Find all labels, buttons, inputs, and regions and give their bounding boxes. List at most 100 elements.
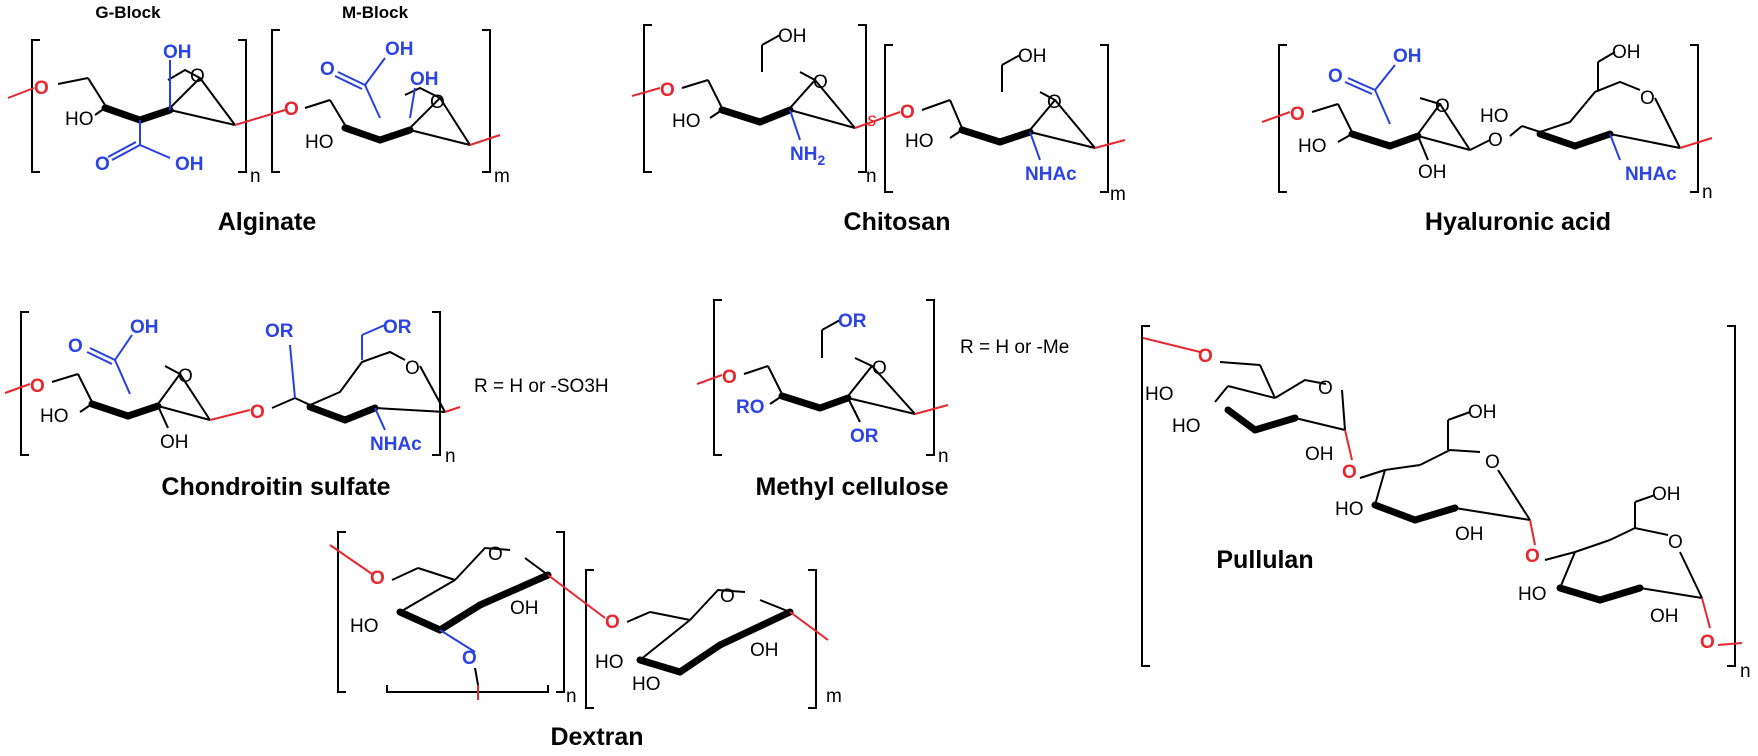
dextran-ring-o-1: O: [488, 544, 503, 565]
hyaluronic-nhac: NHAc: [1625, 164, 1677, 185]
pullulan-o-1: O: [1198, 346, 1213, 367]
chitosan-bracket-right-1: [858, 24, 867, 173]
alginate-m: m: [494, 166, 510, 187]
dextran-ho-3: HO: [632, 674, 661, 695]
chondroitin-oh-acid: OH: [130, 317, 159, 338]
chitosan-ring-o-2: O: [1047, 92, 1062, 113]
chondroitin-oh-1: OH: [160, 432, 189, 453]
pullulan-ho-1: HO: [1145, 384, 1174, 405]
pullulan-structure: O O HO HO OH O OH O HO OH O: [1141, 325, 1751, 682]
dextran-name: Dextran: [550, 723, 643, 751]
alginate-oh-m1: OH: [385, 39, 414, 60]
alginate-ho-1: HO: [65, 109, 94, 130]
pullulan-bracket-right: [1727, 325, 1736, 667]
chitosan-ho-1: HO: [672, 111, 701, 132]
methylcellulose-ring-o: O: [872, 358, 887, 379]
chondroitin-or-2: OR: [383, 317, 412, 338]
methylcellulose-or-2: OR: [850, 426, 879, 447]
pullulan-o-4: O: [1700, 632, 1715, 653]
alginate-o-carbonyl-g: O: [95, 154, 110, 175]
alginate-bracket-left-2: [271, 29, 280, 173]
hyaluronic-bracket-left: [1278, 44, 1287, 193]
dextran-ring-o-2: O: [720, 586, 735, 607]
hyaluronic-o-left: O: [1290, 104, 1305, 125]
chitosan-oh-1: OH: [778, 26, 807, 47]
chondroitin-note: R = H or -SO3H: [474, 376, 609, 397]
chondroitin-o-link: O: [250, 402, 265, 423]
alginate-ring-o-2: O: [430, 92, 445, 113]
hyaluronic-n: n: [1702, 182, 1713, 203]
chitosan-bracket-left-2: [884, 44, 893, 193]
hyaluronic-name: Hyaluronic acid: [1425, 208, 1611, 236]
hyaluronic-oh-1: OH: [1418, 162, 1447, 183]
hyaluronic-acid-structure: O O O OH HO OH O O OH HO NHAc n Hyalu: [1261, 42, 1713, 236]
methylcellulose-n: n: [938, 446, 949, 467]
chondroitin-ring-o-2: O: [405, 358, 420, 379]
alginate-ho-2: HO: [305, 132, 334, 153]
dextran-o-2: O: [605, 612, 620, 633]
hyaluronic-ring-o-2: O: [1640, 88, 1655, 109]
alginate-o-link: O: [284, 99, 299, 120]
methylcellulose-note: R = H or -Me: [960, 337, 1069, 358]
chitosan-o-link: O: [900, 102, 915, 123]
pullulan-ho-4: HO: [1518, 584, 1547, 605]
pullulan-oh-2: OH: [1468, 402, 1497, 423]
alginate-bracket-left: [31, 39, 40, 173]
pullulan-ho-2: HO: [1172, 416, 1201, 437]
dextran-o-1: O: [370, 568, 385, 589]
hyaluronic-o-carbonyl: O: [1328, 66, 1343, 87]
hyaluronic-oh-acid: OH: [1393, 46, 1422, 67]
chondroitin-o-carbonyl: O: [68, 336, 83, 357]
chitosan-n: n: [866, 166, 877, 187]
chitosan-ho-2: HO: [905, 131, 934, 152]
pullulan-oh-4: OH: [1652, 484, 1681, 505]
methylcellulose-name: Methyl cellulose: [755, 473, 948, 501]
dextran-n: n: [566, 686, 577, 707]
pullulan-bracket-left: [1141, 325, 1150, 667]
alginate-oh-g2: OH: [175, 154, 204, 175]
pullulan-oh-3: OH: [1455, 524, 1484, 545]
pullulan-oh-1: OH: [1305, 444, 1334, 465]
hyaluronic-ho-2: HO: [1480, 106, 1509, 127]
methylcellulose-bracket-right: [926, 299, 935, 456]
dextran-ho-2: HO: [595, 652, 624, 673]
dextran-ho-1: HO: [350, 616, 379, 637]
alginate-oh-m2: OH: [410, 69, 439, 90]
g-block-label: G-Block: [95, 3, 161, 22]
hyaluronic-ho-1: HO: [1298, 136, 1327, 157]
hyaluronic-bracket-right: [1690, 44, 1699, 193]
methylcellulose-or-1: OR: [838, 311, 867, 332]
chitosan-ring-o-1: O: [813, 72, 828, 93]
alginate-o-carbonyl-m: O: [320, 59, 335, 80]
pullulan-name: Pullulan: [1216, 546, 1313, 574]
chitosan-structure: O O OH HO NH2 s O O OH HO NHAc n m Chi: [631, 24, 1126, 236]
dextran-o-branch: O: [462, 648, 477, 669]
chitosan-bracket-right-2: [1100, 44, 1109, 193]
chondroitin-bracket-right: [432, 311, 441, 456]
hyaluronic-ring-o-1: O: [1435, 96, 1450, 117]
chitosan-o-left: O: [660, 80, 675, 101]
chitosan-name: Chitosan: [844, 208, 951, 236]
alginate-name: Alginate: [218, 208, 317, 236]
chitosan-s: s: [867, 110, 877, 131]
chitosan-oh-2: OH: [1018, 46, 1047, 67]
pullulan-ring-o-2: O: [1485, 452, 1500, 473]
pullulan-oh-5: OH: [1650, 606, 1679, 627]
alginate-bracket-right-1: [238, 39, 247, 173]
dextran-bracket-left-2: [585, 569, 594, 709]
chitosan-m: m: [1110, 184, 1126, 205]
chondroitin-sulfate-structure: O O O OH HO OH O O OR OR NHAc n: [4, 311, 609, 501]
dextran-structure: O O HO OH O O O HO HO OH n m Dextran: [329, 531, 842, 751]
chondroitin-or-1: OR: [265, 321, 294, 342]
pullulan-o-3: O: [1525, 546, 1540, 567]
chondroitin-nhac: NHAc: [370, 434, 422, 455]
chondroitin-n: n: [445, 446, 456, 467]
methylcellulose-o-left: O: [722, 367, 737, 388]
pullulan-n: n: [1740, 661, 1751, 682]
pullulan-o-2: O: [1342, 462, 1357, 483]
hyaluronic-o-link: O: [1488, 130, 1503, 151]
chitosan-nhac: NHAc: [1025, 164, 1077, 185]
chondroitin-ring-o-1: O: [178, 366, 193, 387]
alginate-n: n: [250, 166, 261, 187]
